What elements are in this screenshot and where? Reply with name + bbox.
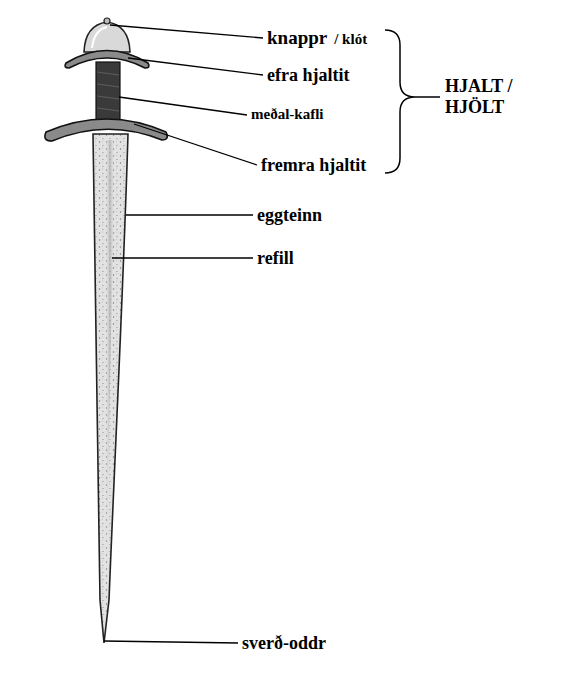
grip <box>96 62 120 120</box>
grip-wrap <box>97 72 119 111</box>
part-name: sverð-oddr <box>242 633 326 654</box>
pommel-shine <box>92 27 107 48</box>
brace <box>385 30 415 173</box>
group-name: HJALT / HJÖLT <box>445 76 523 117</box>
leader-lines <box>104 25 263 643</box>
part-name: meðal-kafli <box>251 106 324 123</box>
part-name: efra hjaltit <box>267 65 349 86</box>
part-name: fremra hjaltit <box>261 155 366 176</box>
part-name-variant: / klót <box>334 31 367 48</box>
lower-guard <box>45 119 167 141</box>
part-name: eggteinn <box>257 205 322 226</box>
pommel-knob <box>104 18 110 24</box>
fuller <box>104 140 116 600</box>
brace-leader <box>415 96 440 98</box>
part-name: refill <box>257 248 294 269</box>
blade <box>93 134 128 643</box>
part-name: knappr <box>267 27 327 49</box>
